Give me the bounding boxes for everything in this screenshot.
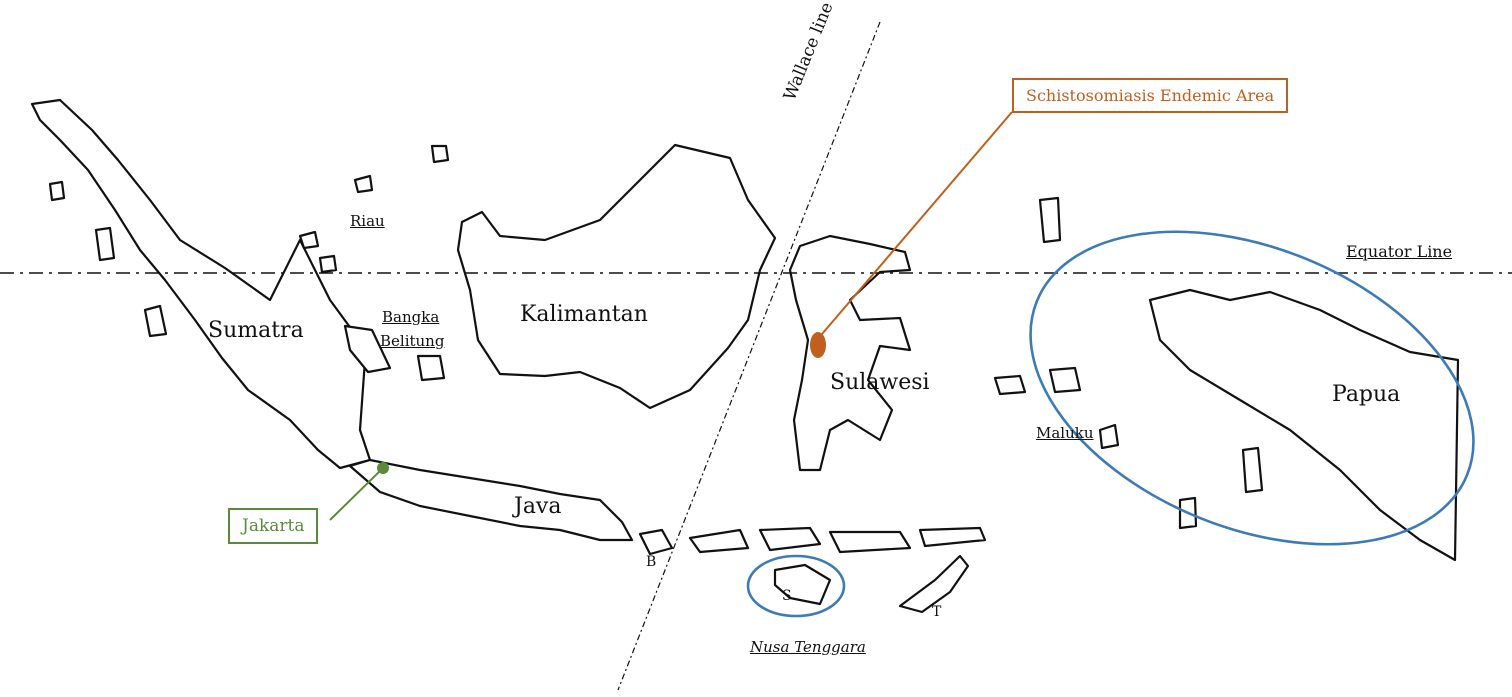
label-maluku: Maluku <box>1036 424 1094 442</box>
bangka-island <box>343 324 392 374</box>
timor-island <box>898 554 970 614</box>
lesser-sunda-islands <box>638 526 987 556</box>
label-belitung: Belitung <box>380 332 445 350</box>
maluku-islands <box>993 196 1264 530</box>
papua-island <box>1148 288 1460 562</box>
label-kalimantan: Kalimantan <box>520 302 648 327</box>
sumatra-west-islets <box>48 180 168 338</box>
sumba-circle <box>746 554 846 618</box>
sumba-island <box>773 563 832 606</box>
label-nusa-tenggara: Nusa Tenggara <box>750 638 866 656</box>
label-t: T <box>932 604 942 620</box>
equator-line-label: Equator Line <box>1346 242 1453 261</box>
label-bangka: Bangka <box>382 308 440 326</box>
jakarta-leader-line <box>329 467 384 521</box>
label-papua: Papua <box>1332 382 1401 407</box>
schisto-callout: Schistosomiasis Endemic Area <box>1012 78 1289 113</box>
label-s: S <box>782 588 792 604</box>
label-b: B <box>646 554 657 570</box>
sulawesi-island <box>788 234 912 472</box>
java-island <box>348 458 634 542</box>
label-sulawesi: Sulawesi <box>830 370 930 395</box>
sumatra-island <box>30 98 372 470</box>
wallace-line <box>617 21 881 691</box>
kalimantan-island <box>456 143 777 410</box>
belitung-island <box>416 354 446 382</box>
label-java: Java <box>514 494 562 519</box>
label-riau: Riau <box>350 212 385 230</box>
label-sumatra: Sumatra <box>208 318 304 343</box>
schisto-leader-line <box>821 111 1013 335</box>
schisto-endemic-marker <box>810 332 826 358</box>
jakarta-callout: Jakarta <box>228 508 319 544</box>
papua-region-circle <box>1029 230 1475 546</box>
riau-islands <box>298 144 450 274</box>
